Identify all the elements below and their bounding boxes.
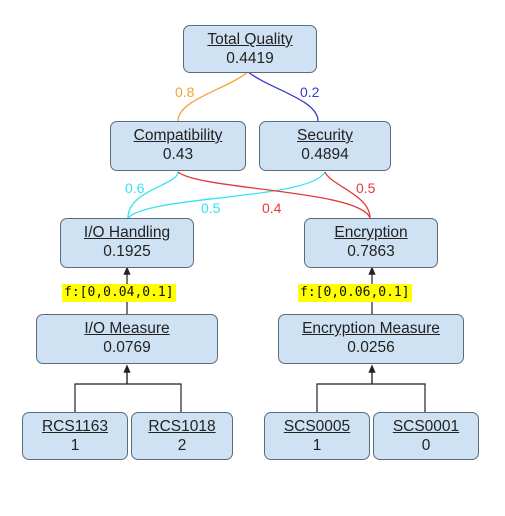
node-scs0005-title: SCS0005 bbox=[283, 418, 351, 435]
node-encryption-measure-title: Encryption Measure bbox=[302, 320, 440, 337]
node-encryption-title: Encryption bbox=[334, 224, 408, 241]
edge-encryption-to-compatibility bbox=[177, 171, 371, 219]
node-compatibility: Compatibility 0.43 bbox=[110, 121, 246, 171]
function-encryption: f:[0,0.06,0.1] bbox=[298, 284, 412, 302]
node-scs0005-value: 1 bbox=[312, 437, 322, 454]
node-io-measure-title: I/O Measure bbox=[84, 320, 170, 337]
weight-io-handling-to-security: 0.5 bbox=[201, 200, 221, 216]
node-security-title: Security bbox=[297, 127, 353, 144]
node-scs0005: SCS0005 1 bbox=[264, 412, 370, 460]
weight-compatibility-to-total: 0.8 bbox=[175, 84, 195, 100]
node-scs0001: SCS0001 0 bbox=[373, 412, 479, 460]
node-io-measure-value: 0.0769 bbox=[103, 339, 151, 356]
node-rcs1018-title: RCS1018 bbox=[148, 418, 216, 435]
node-io-handling: I/O Handling 0.1925 bbox=[60, 218, 194, 268]
node-scs0001-value: 0 bbox=[421, 437, 431, 454]
node-rcs1163-value: 1 bbox=[70, 437, 80, 454]
node-encryption: Encryption 0.7863 bbox=[304, 218, 438, 268]
weight-encryption-to-security: 0.5 bbox=[356, 180, 376, 196]
node-scs0001-title: SCS0001 bbox=[392, 418, 460, 435]
weight-security-to-total: 0.2 bbox=[300, 84, 320, 100]
node-total-quality-title: Total Quality bbox=[207, 31, 293, 48]
node-rcs1018: RCS1018 2 bbox=[131, 412, 233, 460]
edge-io-handling-to-compatibility bbox=[127, 171, 179, 219]
node-compatibility-title: Compatibility bbox=[133, 127, 223, 144]
node-compatibility-value: 0.43 bbox=[162, 146, 194, 163]
node-security-value: 0.4894 bbox=[301, 146, 349, 163]
node-io-handling-title: I/O Handling bbox=[83, 224, 171, 241]
weight-encryption-to-compatibility: 0.4 bbox=[262, 200, 282, 216]
node-encryption-value: 0.7863 bbox=[347, 243, 395, 260]
node-total-quality-value: 0.4419 bbox=[226, 50, 274, 67]
node-security: Security 0.4894 bbox=[259, 121, 391, 171]
function-io-handling: f:[0,0.04,0.1] bbox=[62, 284, 176, 302]
node-encryption-measure: Encryption Measure 0.0256 bbox=[278, 314, 464, 364]
edge-io-handling-to-security bbox=[127, 171, 326, 219]
node-total-quality: Total Quality 0.4419 bbox=[183, 25, 317, 73]
node-encryption-measure-value: 0.0256 bbox=[347, 339, 395, 356]
bracket-scs-to-encryption-measure bbox=[316, 366, 426, 412]
edge-encryption-to-security bbox=[324, 171, 371, 219]
bracket-rcs-to-io-measure bbox=[74, 366, 182, 412]
node-rcs1163-title: RCS1163 bbox=[41, 418, 109, 435]
node-rcs1018-value: 2 bbox=[177, 437, 187, 454]
node-io-handling-value: 0.1925 bbox=[103, 243, 151, 260]
edge-compatibility-to-total bbox=[177, 71, 249, 122]
node-rcs1163: RCS1163 1 bbox=[22, 412, 128, 460]
node-io-measure: I/O Measure 0.0769 bbox=[36, 314, 218, 364]
weight-io-handling-to-compatibility: 0.6 bbox=[125, 180, 145, 196]
edge-security-to-total bbox=[247, 71, 319, 122]
